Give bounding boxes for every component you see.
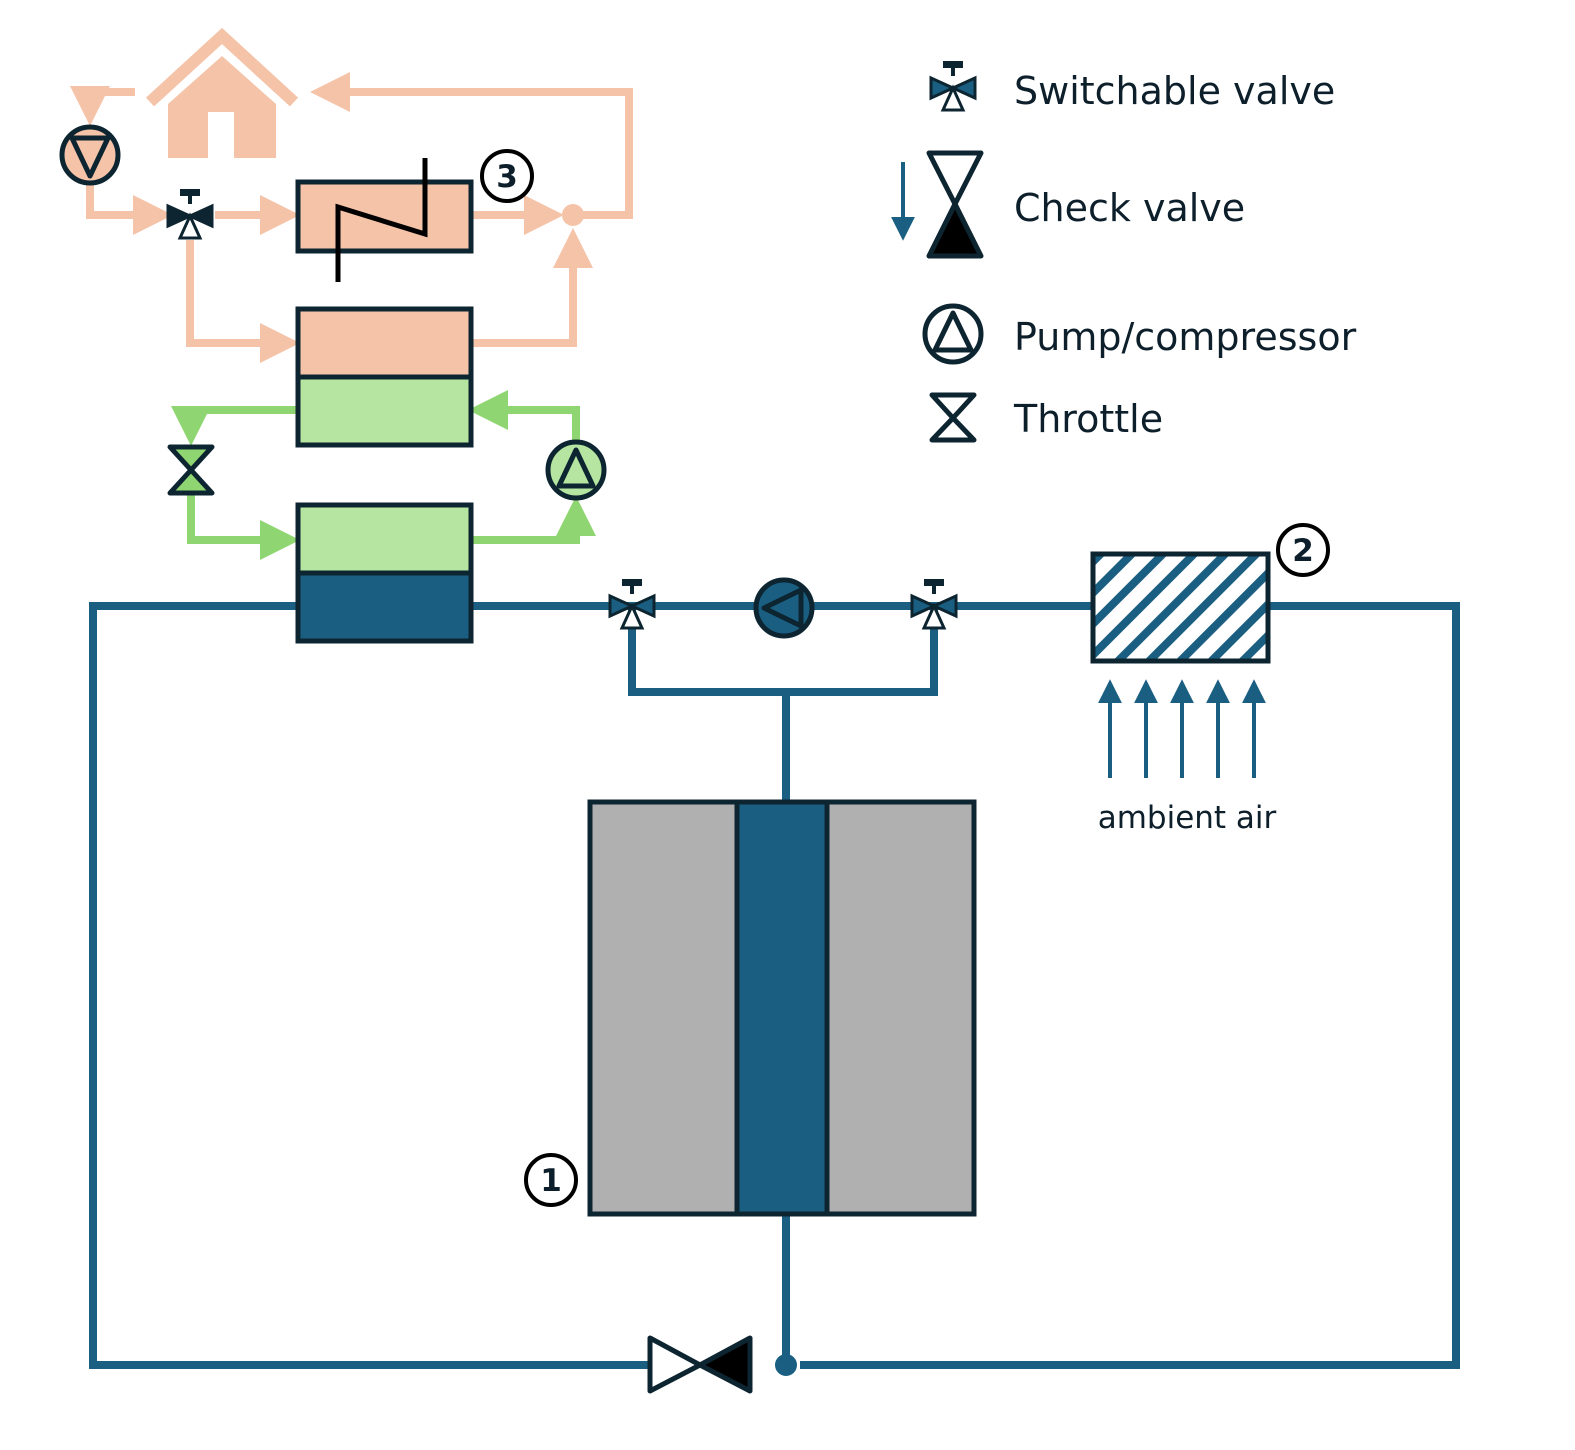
- legend-switchable-valve-icon: [929, 59, 977, 112]
- legend: Switchable valve Check valve Pump/compre…: [891, 59, 1357, 443]
- green-pipe-throttle-to-evap: [187, 492, 300, 560]
- ambient-air-arrows: [1098, 679, 1266, 778]
- peach-pipe-house-return: [70, 86, 135, 126]
- green-pipe-to-throttle: [171, 406, 298, 446]
- marker-1: 1: [524, 1153, 578, 1207]
- legend-switchable-valve-label: Switchable valve: [1014, 69, 1335, 113]
- svg-text:3: 3: [496, 159, 518, 195]
- green-pipe-compressor-to-cond: [468, 390, 580, 440]
- peach-pipe-pump-to-valve: [86, 184, 173, 235]
- blue-pipe-left: [89, 602, 650, 1369]
- green-pipe-evap-to-compressor: [471, 496, 596, 544]
- pipe-junction: [775, 1354, 797, 1376]
- marker-2: 2: [1276, 523, 1330, 577]
- blue-switchable-valve-left-icon: [608, 577, 656, 630]
- ambient-air-label: ambient air: [1098, 800, 1277, 836]
- svg-text:1: 1: [540, 1163, 562, 1199]
- legend-throttle-label: Throttle: [1013, 397, 1163, 441]
- heat-pump-throttle-icon: [167, 444, 215, 496]
- sorption-storage: [587, 799, 977, 1217]
- heater-element-icon: [335, 158, 428, 282]
- legend-check-valve-label: Check valve: [1014, 186, 1245, 230]
- sorption-pump-icon: [753, 577, 815, 639]
- peach-junction: [562, 204, 584, 226]
- heating-pump-icon: [59, 124, 121, 186]
- evaporator-heat-exchanger: [295, 502, 474, 644]
- svg-text:2: 2: [1292, 533, 1314, 569]
- blue-switchable-valve-right-icon: [910, 577, 958, 630]
- house-icon: [145, 27, 299, 158]
- legend-throttle-icon: [929, 392, 977, 443]
- legend-pump-compressor-icon: [922, 303, 984, 365]
- condenser-heat-exchanger: [295, 306, 474, 448]
- heating-switchable-valve-icon: [166, 189, 214, 240]
- marker-3: 3: [480, 149, 534, 203]
- heating-loop: [70, 27, 633, 363]
- heat-pump-compressor-icon: [545, 439, 607, 501]
- peach-pipe-hx-out: [471, 228, 593, 347]
- peach-pipe-supply: [310, 72, 633, 219]
- legend-pump-compressor-label: Pump/compressor: [1014, 315, 1357, 359]
- electric-heater: [295, 158, 474, 282]
- blue-pipe-right: [800, 602, 1460, 1369]
- ambient-air-heat-exchanger: [1090, 551, 1271, 664]
- heat-pump-loop: [171, 390, 596, 560]
- peach-pipe-valve-to-hx: [186, 240, 300, 363]
- sorption-check-valve-icon: [647, 1335, 753, 1394]
- legend-check-valve-icon: [891, 150, 984, 259]
